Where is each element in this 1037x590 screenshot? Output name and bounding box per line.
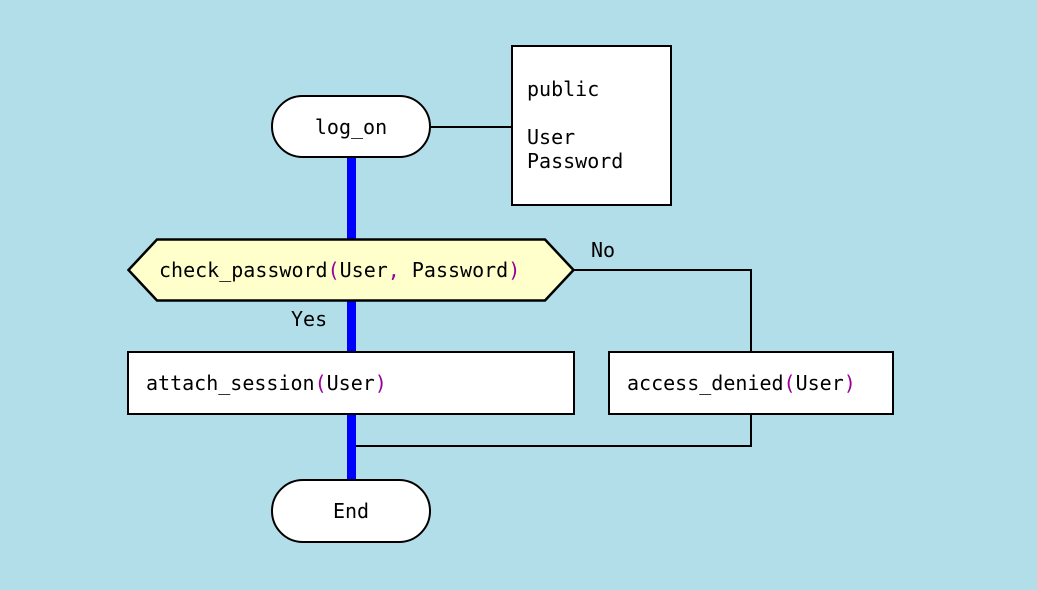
edge-merge-horizontal (351, 445, 752, 447)
yes-action-node: attach_session(User) (127, 351, 575, 415)
flow-line-yes-action-to-end (347, 414, 356, 480)
edge-no-vertical (750, 269, 752, 351)
decision-node-shape (127, 238, 575, 302)
start-node-label: log_on (314, 114, 388, 139)
params-note: public User Password (511, 45, 672, 206)
no-label: No (591, 238, 616, 262)
yes-label: Yes (291, 307, 328, 331)
no-action-label: access_denied(User) (627, 371, 856, 395)
flow-line-start-to-decision (347, 157, 356, 240)
edge-merge-vertical (750, 415, 752, 447)
params-note-line-user: User (527, 125, 576, 149)
params-note-line-public: public (527, 77, 600, 101)
end-node: End (271, 479, 431, 543)
edge-no-horizontal (574, 269, 752, 271)
end-node-label: End (332, 499, 370, 523)
flow-line-decision-to-yes-action (347, 300, 356, 352)
no-action-node: access_denied(User) (608, 351, 894, 415)
decision-node-label: check_password(User, Password) (159, 258, 521, 282)
edge-start-to-params (431, 126, 511, 128)
start-node: log_on (271, 95, 431, 158)
hexagon-shape (127, 238, 575, 302)
params-note-line-password: Password (527, 149, 624, 173)
yes-action-label: attach_session(User) (146, 371, 387, 395)
